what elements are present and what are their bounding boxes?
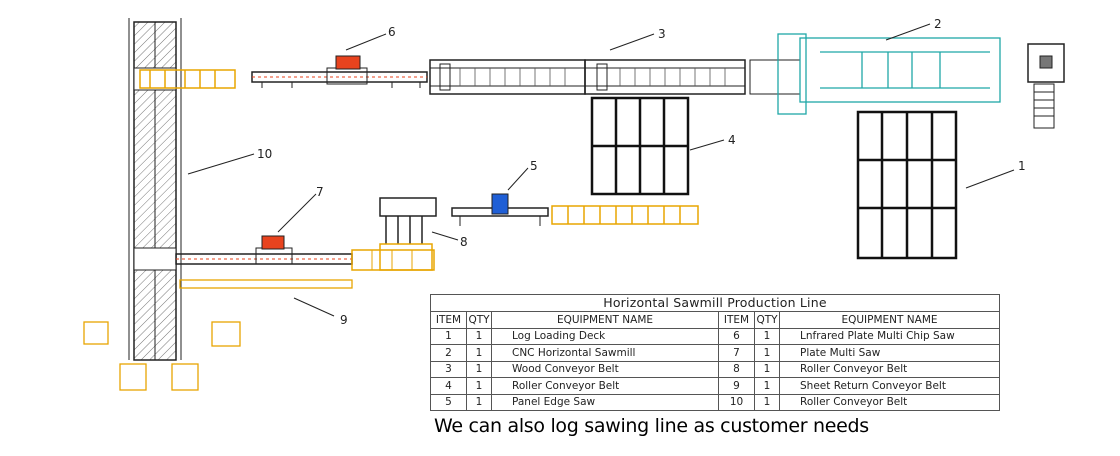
equipment-name: Lnfrared Plate Multi Chip Saw (779, 327, 1000, 345)
table-row: 2 1 CNC Horizontal Sawmill 7 1 Plate Mul… (430, 344, 1000, 362)
quantity: 1 (754, 344, 780, 362)
item-number: 3 (430, 360, 467, 378)
equipment-name: Roller Conveyor Belt (491, 377, 719, 395)
item-number: 2 (430, 344, 467, 362)
bottom-conveyor-line (175, 247, 435, 271)
wood-conveyor-belt (429, 59, 746, 95)
sheet-return-conveyor (179, 279, 353, 289)
equipment-name: Roller Conveyor Belt (779, 393, 1000, 411)
callout-10: 10 (257, 147, 272, 161)
plate-multi-saw-unit (261, 235, 285, 250)
item-number: 6 (718, 327, 755, 345)
panel-edge-saw (451, 193, 549, 226)
header-qty: QTY (754, 311, 780, 329)
item-number: 1 (430, 327, 467, 345)
callout-8: 8 (460, 235, 468, 249)
customization-note: We can also log sawing line as customer … (434, 415, 869, 437)
equipment-name: Plate Multi Saw (779, 344, 1000, 362)
quantity: 1 (466, 377, 492, 395)
callout-4: 4 (728, 133, 736, 147)
item-number: 7 (718, 344, 755, 362)
equipment-name: Log Loading Deck (491, 327, 719, 345)
edge-saw-roller-deck (551, 205, 699, 225)
quantity: 1 (466, 344, 492, 362)
item-number: 9 (718, 377, 755, 395)
table-row: 5 1 Panel Edge Saw 10 1 Roller Conveyor … (430, 393, 1000, 411)
item-number: 8 (718, 360, 755, 378)
callout-7: 7 (316, 185, 324, 199)
equipment-name: Roller Conveyor Belt (779, 360, 1000, 378)
vertical-roller-conveyor (128, 18, 182, 361)
table-title: Horizontal Sawmill Production Line (430, 294, 1000, 312)
callout-6: 6 (388, 25, 396, 39)
item-number: 4 (430, 377, 467, 395)
roller-conveyor-belt-8 (379, 197, 437, 271)
cnc-horizontal-sawmill (777, 33, 1001, 115)
callout-9: 9 (340, 313, 348, 327)
log-loading-deck (856, 110, 958, 260)
callout-1: 1 (1018, 159, 1026, 173)
wood-conveyor-rollers (459, 68, 726, 86)
quantity: 1 (754, 377, 780, 395)
transfer-section (749, 59, 801, 95)
roller-conveyor-frame (590, 96, 690, 196)
quantity: 1 (466, 360, 492, 378)
quantity: 1 (754, 360, 780, 378)
equipment-name: Sheet Return Conveyor Belt (779, 377, 1000, 395)
operator-cabin (1027, 43, 1065, 129)
item-number: 5 (430, 393, 467, 411)
multi-chip-saw-unit (335, 55, 361, 70)
top-conveyor-line (251, 67, 428, 88)
quantity: 1 (466, 327, 492, 345)
callout-leaders (187, 23, 1015, 317)
callout-2: 2 (934, 17, 942, 31)
equipment-name: Wood Conveyor Belt (491, 360, 719, 378)
table-row: 4 1 Roller Conveyor Belt 9 1 Sheet Retur… (430, 377, 1000, 395)
header-equipment-name: EQUIPMENT NAME (491, 311, 719, 329)
callout-3: 3 (658, 27, 666, 41)
table-header-row: ITEM QTY EQUIPMENT NAME ITEM QTY EQUIPME… (430, 311, 1000, 329)
quantity: 1 (466, 393, 492, 411)
header-qty: QTY (466, 311, 492, 329)
top-roller-deck (139, 69, 236, 89)
item-number: 10 (718, 393, 755, 411)
table-row: 3 1 Wood Conveyor Belt 8 1 Roller Convey… (430, 360, 1000, 378)
equipment-name: Panel Edge Saw (491, 393, 719, 411)
quantity: 1 (754, 327, 780, 345)
header-item: ITEM (718, 311, 755, 329)
table-row: 1 1 Log Loading Deck 6 1 Lnfrared Plate … (430, 327, 1000, 345)
equipment-table: Horizontal Sawmill Production Line ITEM … (430, 294, 1000, 411)
header-equipment-name: EQUIPMENT NAME (779, 311, 1000, 329)
equipment-name: CNC Horizontal Sawmill (491, 344, 719, 362)
header-item: ITEM (430, 311, 467, 329)
quantity: 1 (754, 393, 780, 411)
callout-5: 5 (530, 159, 538, 173)
lumber-stacks (83, 321, 241, 391)
